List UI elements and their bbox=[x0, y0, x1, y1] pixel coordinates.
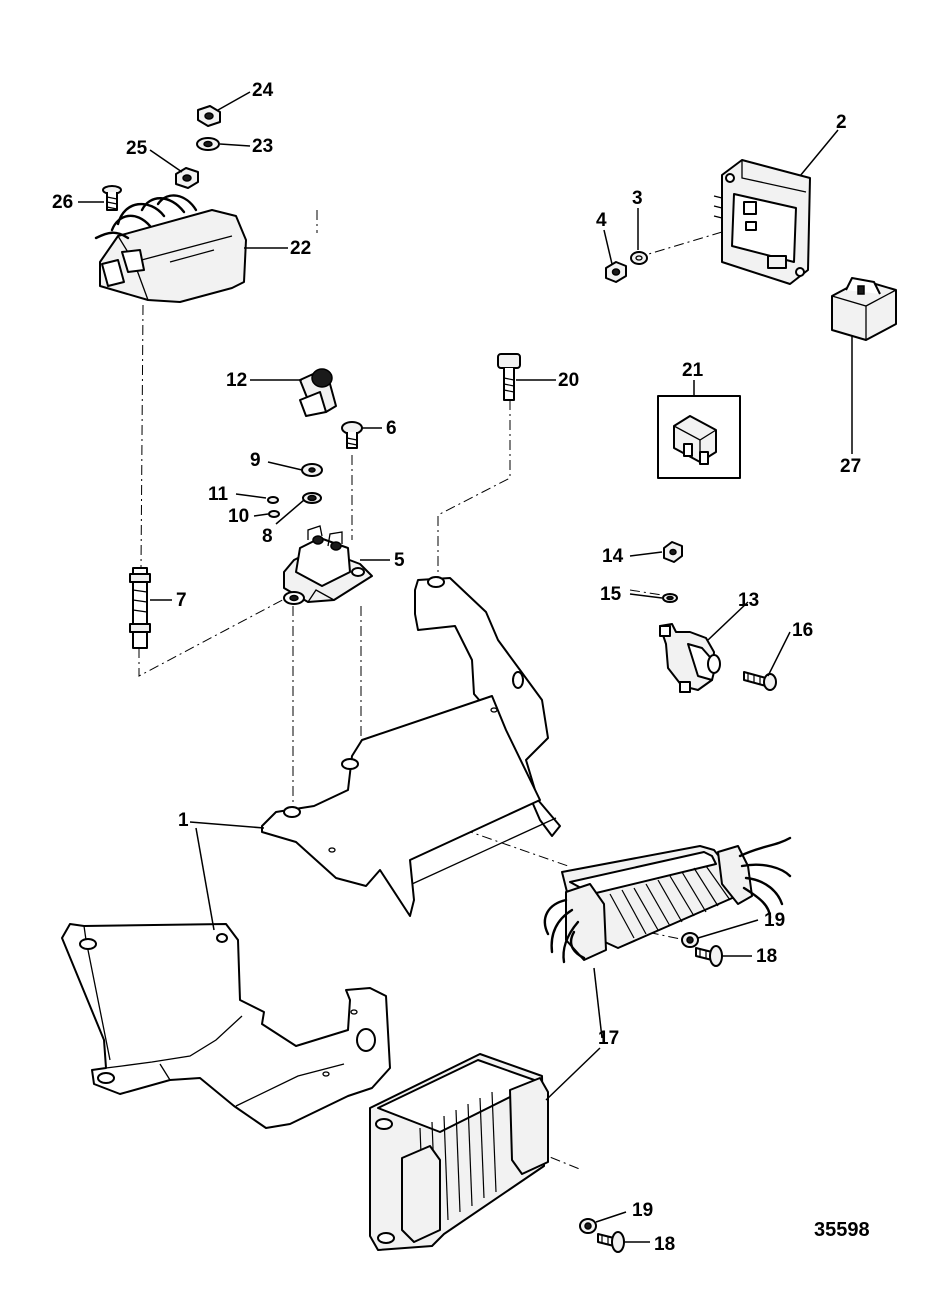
callout-6: 6 bbox=[386, 418, 397, 439]
part-18-screw-upper bbox=[695, 945, 723, 967]
callout-8: 8 bbox=[262, 526, 273, 547]
part-14-screw bbox=[663, 541, 683, 563]
callout-12: 12 bbox=[226, 370, 247, 391]
part-6-screw bbox=[341, 421, 363, 449]
part-1-bracket-lower bbox=[61, 923, 391, 1129]
part-10-washer bbox=[268, 510, 280, 518]
figure-number: 35598 bbox=[814, 1219, 870, 1241]
callout-5: 5 bbox=[394, 550, 405, 571]
part-3-washer bbox=[630, 251, 648, 265]
callout-4: 4 bbox=[596, 210, 607, 231]
callout-2: 2 bbox=[836, 112, 847, 133]
callout-19-upper: 19 bbox=[764, 910, 785, 931]
part-19-washer-upper bbox=[681, 932, 699, 948]
callout-labels: 24 23 25 26 22 2 3 4 20 21 27 12 6 9 11 … bbox=[52, 80, 870, 1255]
callout-27: 27 bbox=[840, 456, 861, 477]
callout-14: 14 bbox=[602, 546, 624, 567]
part-22-module bbox=[94, 194, 247, 303]
part-26-screw bbox=[102, 185, 122, 211]
callout-24: 24 bbox=[252, 80, 274, 101]
callout-10: 10 bbox=[228, 506, 249, 527]
callout-3: 3 bbox=[632, 188, 643, 209]
callout-23: 23 bbox=[252, 136, 273, 157]
callout-19-lower: 19 bbox=[632, 1200, 653, 1221]
callout-17: 17 bbox=[598, 1028, 619, 1049]
part-23-washer bbox=[196, 137, 220, 151]
part-21-fuse bbox=[657, 395, 741, 479]
part-9-nut bbox=[301, 463, 323, 477]
part-15-washer bbox=[662, 593, 678, 603]
callout-15: 15 bbox=[600, 584, 622, 605]
leader-lines bbox=[78, 91, 853, 1243]
part-13-circuit-breaker bbox=[659, 623, 721, 693]
callout-25: 25 bbox=[126, 138, 148, 159]
callout-18-lower: 18 bbox=[654, 1234, 675, 1255]
part-27-relay bbox=[831, 277, 897, 341]
callout-20: 20 bbox=[558, 370, 579, 391]
part-17-ecm-lower bbox=[369, 1053, 549, 1251]
callout-26: 26 bbox=[52, 192, 73, 213]
part-5-solenoid bbox=[283, 525, 373, 605]
part-18-screw-lower bbox=[597, 1231, 625, 1253]
callout-16: 16 bbox=[792, 620, 813, 641]
part-12-clip bbox=[299, 368, 337, 417]
callout-13: 13 bbox=[738, 590, 759, 611]
callout-21: 21 bbox=[682, 360, 704, 381]
part-1-bracket-rear bbox=[261, 576, 561, 917]
part-19-washer-lower bbox=[579, 1218, 597, 1234]
part-2-control-module bbox=[713, 159, 811, 285]
part-25-nut bbox=[175, 167, 199, 189]
callout-7: 7 bbox=[176, 590, 187, 611]
callout-9: 9 bbox=[250, 450, 261, 471]
part-24-nut bbox=[197, 105, 221, 127]
part-11-nut bbox=[267, 496, 279, 504]
part-4-nut bbox=[605, 261, 627, 283]
callout-18-upper: 18 bbox=[756, 946, 777, 967]
part-20-bolt bbox=[497, 353, 521, 401]
part-17-ecm-upper bbox=[543, 836, 792, 964]
part-7-stud bbox=[129, 567, 151, 649]
callout-22: 22 bbox=[290, 238, 311, 259]
part-8-washer bbox=[302, 492, 322, 504]
part-16-screw bbox=[743, 671, 777, 691]
callout-1-upper: 1 bbox=[178, 810, 189, 831]
callout-11: 11 bbox=[208, 484, 229, 505]
